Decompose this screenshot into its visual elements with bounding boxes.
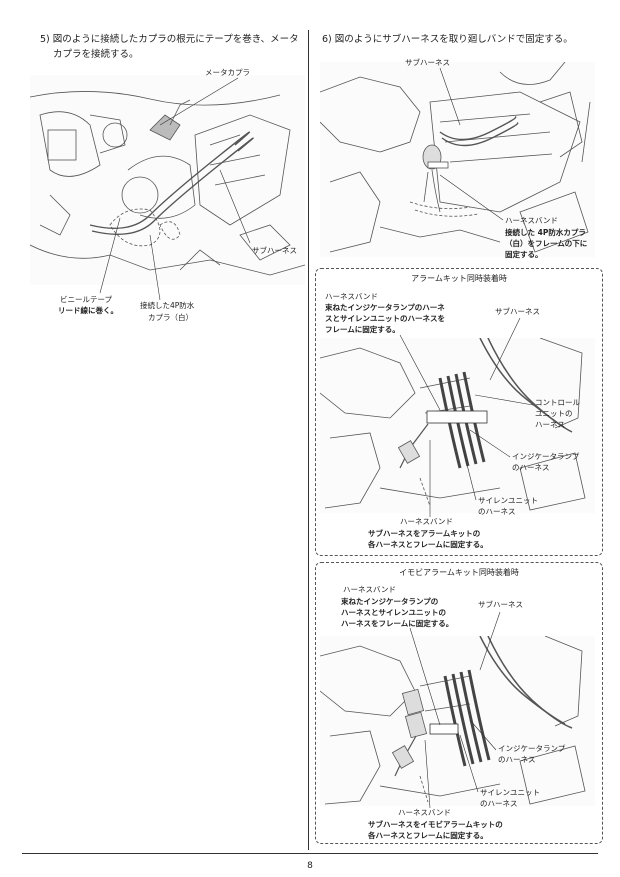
- fig5-leader-lines: [99, 77, 251, 301]
- step-5-line2: カプラを接続する。: [53, 49, 139, 60]
- step-5-text: 5) 図のように接続したカプラの根元にテープを巻き、メータ カプラを接続する。: [40, 32, 302, 62]
- alarm-kit-box: アラームキット同時装着時: [315, 268, 603, 556]
- alarm-bottom-note-line1: サブハーネスをアラームキットの: [368, 529, 481, 538]
- step-5-number: 5): [40, 34, 50, 45]
- immobi-top-note-line2: ハーネスとサイレンユニットの: [341, 608, 446, 617]
- immobi-indicator-line2: のハーネス: [498, 755, 536, 764]
- step-6-number: 6): [322, 34, 332, 45]
- immobi-top-note-line1: 束ねたインジケータランプの: [341, 597, 439, 606]
- fig6-harness-band-label: ハーネスバンド: [505, 216, 558, 225]
- alarm-control-line2: ユニットの: [535, 409, 573, 418]
- immobi-bottom-note-line2: 各ハーネスとフレームに固定する。: [368, 831, 488, 840]
- immobi-siren-line1: サイレンユニット: [480, 788, 540, 797]
- fig6-note-line2: （白）をフレームの下に: [505, 239, 588, 248]
- alarm-kit-illustration: [320, 338, 595, 513]
- alarm-siren-line1: サイレンユニット: [478, 496, 538, 505]
- alarm-bottom-note-line2: 各ハーネスとフレームに固定する。: [368, 540, 488, 549]
- alarm-indicator-line1: インジケータランプ: [512, 452, 580, 461]
- immobi-sub-harness-label: サブハーネス: [478, 600, 523, 609]
- alarm-kit-box-title: アラームキット同時装着時: [411, 274, 507, 283]
- fig6-note-line3: 固定する。: [505, 250, 543, 259]
- alarm-indicator-line2: のハーネス: [512, 463, 550, 472]
- alarm-bottom-band-label: ハーネスバンド: [400, 517, 453, 526]
- step-6-text: 6) 図のようにサブハーネスを取り廻しバンドで固定する。: [322, 32, 602, 47]
- alarm-control-line3: ハーネス: [535, 420, 565, 429]
- immobi-top-band-label: ハーネスバンド: [343, 585, 396, 594]
- step-5-line1: 図のように接続したカプラの根元にテープを巻き、メータ: [52, 34, 299, 45]
- alarm-sub-harness-label: サブハーネス: [495, 307, 540, 316]
- fig6-leader-lines: [439, 67, 504, 221]
- footer-line: [22, 853, 598, 854]
- fig5-illustration: [30, 75, 305, 285]
- fig5-meter-coupler-label: メータカプラ: [205, 68, 250, 77]
- page-number: 8: [307, 861, 313, 871]
- immobi-bottom-band-label: ハーネスバンド: [398, 808, 451, 817]
- fig6-sub-harness-label: サブハーネス: [405, 58, 450, 67]
- alarm-siren-line2: のハーネス: [478, 507, 516, 516]
- fig5-vinyl-tape-label: ビニールテープ: [60, 295, 113, 304]
- fig6-illustration: [320, 62, 595, 257]
- alarm-control-line1: コントロール: [535, 398, 580, 407]
- alarm-top-note-line3: フレームに固定する。: [325, 325, 400, 334]
- immobi-indicator-line1: インジケータランプ: [498, 744, 566, 753]
- immobi-siren-line2: のハーネス: [480, 799, 518, 808]
- immobi-kit-box-title: イモビアラームキット同時装着時: [399, 568, 519, 577]
- alarm-top-note-line2: スとサイレンユニットのハーネスを: [325, 314, 445, 323]
- fig5-4p-label-line2: カプラ（白）: [148, 313, 193, 322]
- fig5-wrap-lead-label: リード線に巻く。: [58, 306, 118, 315]
- fig6-note-line1: 接続した 4P防水カプラ: [505, 228, 586, 237]
- immobi-top-note-line3: ハーネスをフレームに固定する。: [341, 619, 454, 628]
- immobi-bottom-note-line1: サブハーネスをイモビアラームキットの: [368, 820, 503, 829]
- alarm-top-note-line1: 束ねたインジケータランプのハーネ: [325, 303, 445, 312]
- fig5-sub-harness-label: サブハーネス: [252, 246, 297, 255]
- fig5-4p-label-line1: 接続した4P防水: [140, 301, 195, 310]
- step-6-line1: 図のようにサブハーネスを取り廻しバンドで固定する。: [334, 34, 573, 45]
- alarm-top-band-label: ハーネスバンド: [325, 292, 378, 301]
- immobi-kit-illustration: [320, 636, 595, 806]
- column-divider: [308, 30, 309, 850]
- immobi-kit-box: イモビアラームキット同時装着時: [315, 562, 603, 844]
